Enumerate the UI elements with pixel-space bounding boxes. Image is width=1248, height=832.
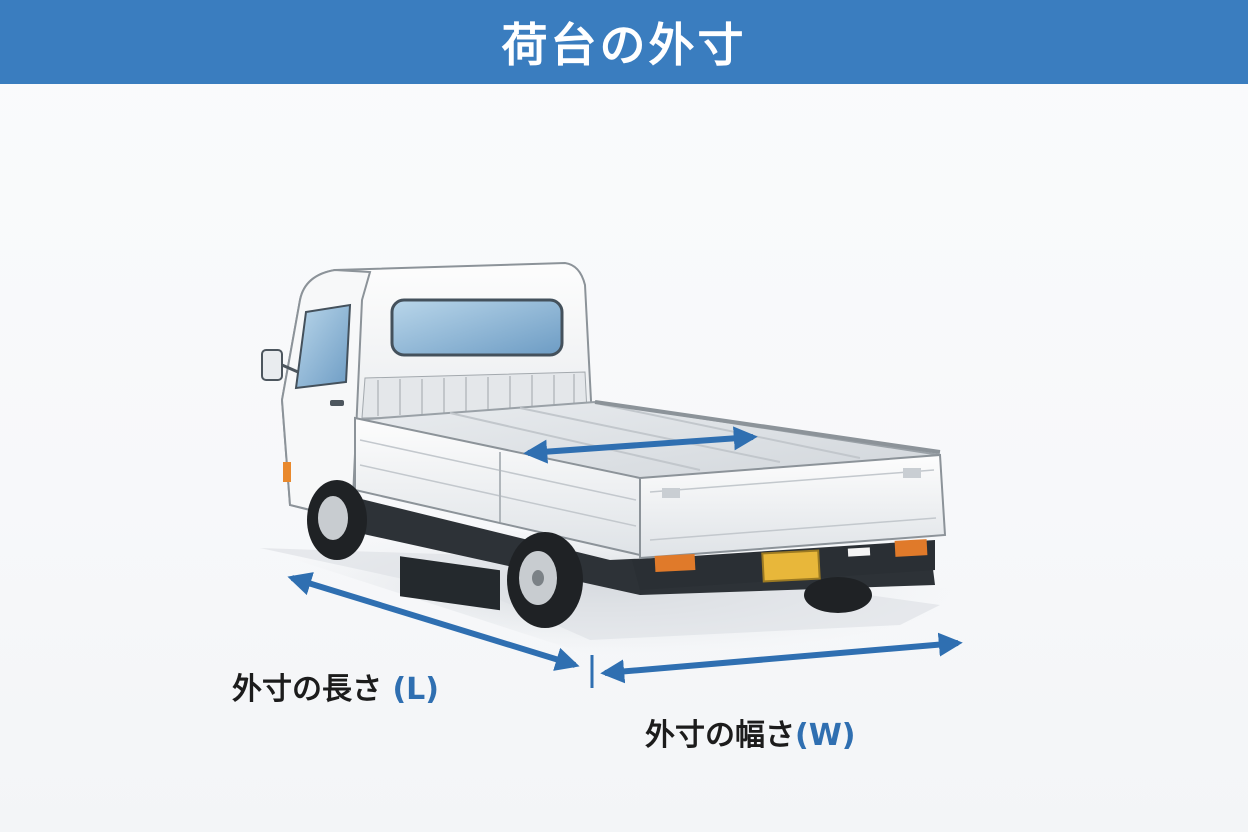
- bed-width-arrow: [523, 426, 758, 464]
- truck-diagram: [250, 261, 963, 688]
- width-label-symbol: (W): [795, 718, 856, 753]
- length-arrow: [287, 572, 580, 671]
- width-label: 外寸の幅さ(W): [645, 710, 856, 754]
- length-label-symbol: (L): [392, 672, 439, 707]
- width-label-text: 外寸の幅さ: [645, 718, 795, 753]
- length-label-text: 外寸の長さ: [232, 672, 382, 707]
- title-banner: 荷台の外寸: [0, 0, 1248, 84]
- page-title: 荷台の外寸: [501, 18, 747, 72]
- width-arrow: [600, 632, 963, 684]
- length-label: 外寸の長さ (L): [232, 664, 439, 708]
- truck-rear: [632, 539, 935, 590]
